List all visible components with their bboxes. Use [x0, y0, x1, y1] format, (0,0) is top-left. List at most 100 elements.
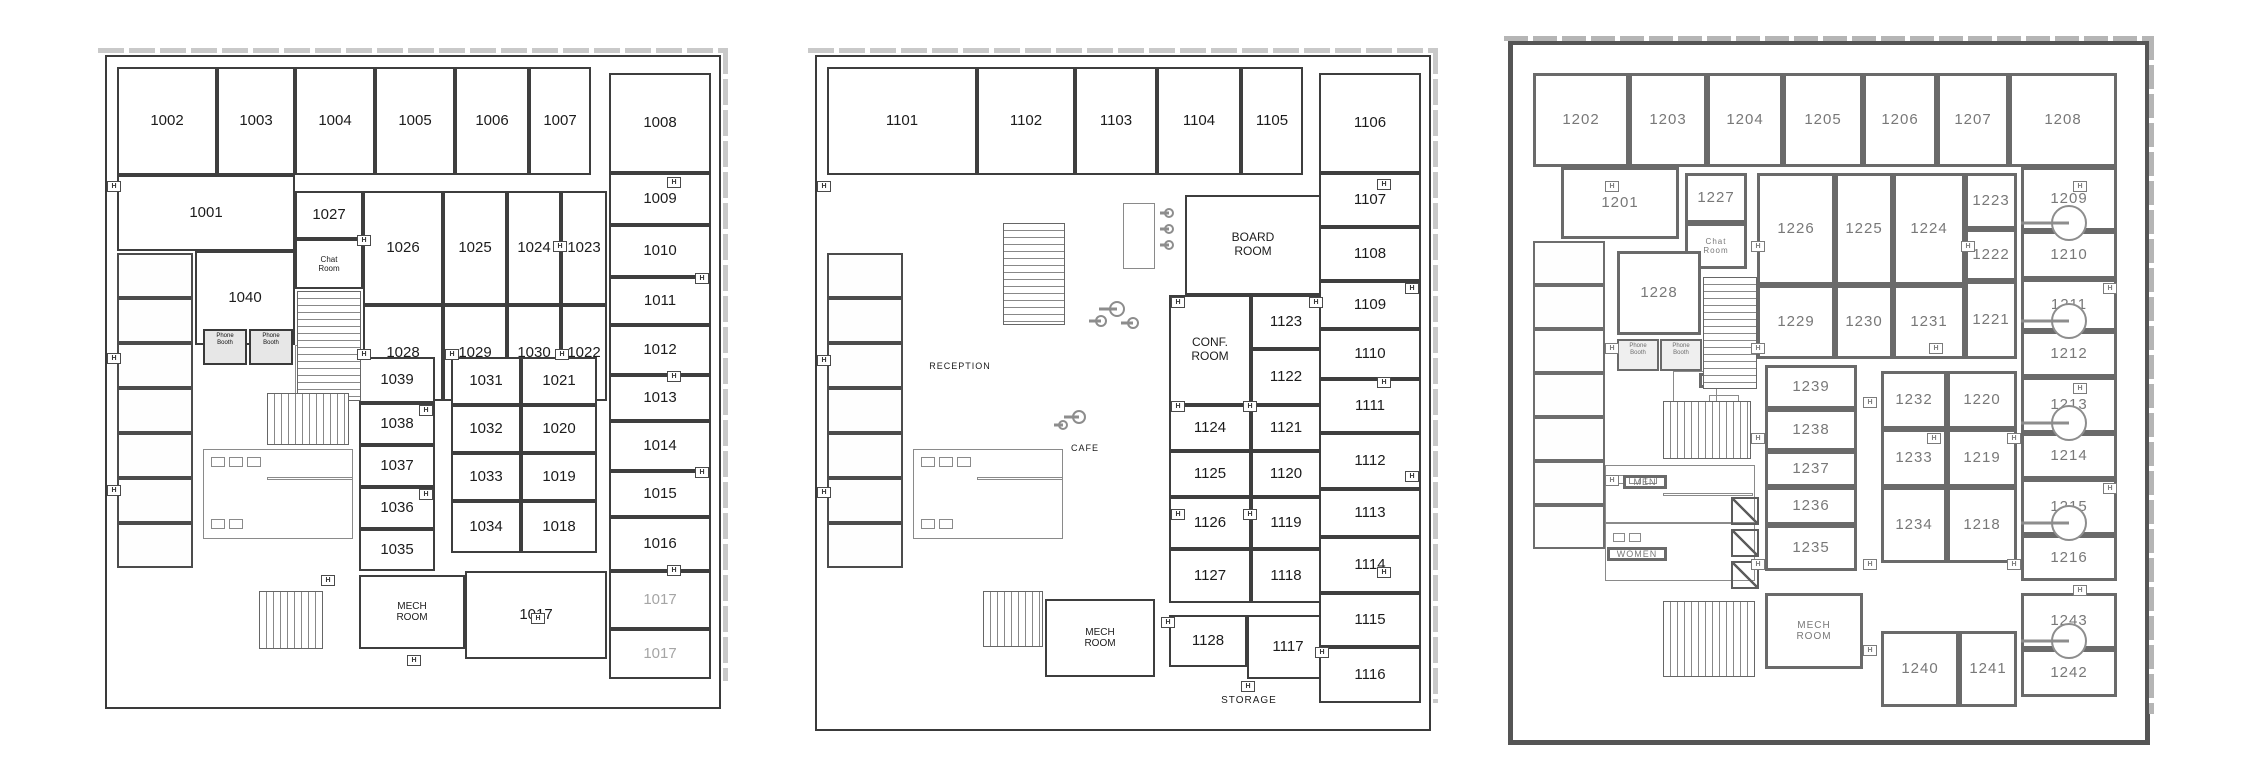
room-1027: 1027: [295, 191, 363, 239]
fixture: [939, 457, 953, 467]
room-label: 1208: [2044, 111, 2082, 129]
room-1107: 1107: [1319, 173, 1421, 227]
room-label: 1216: [2050, 549, 2088, 567]
room-1004: 1004: [295, 67, 375, 175]
room-reception: RECEPTION: [905, 357, 1015, 375]
room-1230: 1230: [1835, 285, 1893, 359]
room-men: MEN: [1623, 475, 1667, 489]
h-marker-icon: H: [2103, 483, 2117, 494]
room-1033: 1033: [451, 453, 521, 501]
room-1006: 1006: [455, 67, 529, 175]
room-1011: 1011: [609, 277, 711, 325]
room-label: 1016: [643, 535, 677, 553]
room-label: 1020: [542, 420, 576, 438]
room-1024: 1024: [507, 191, 561, 305]
stairs: [1003, 223, 1065, 325]
room-1020: 1020: [521, 405, 597, 453]
room-1224: 1224: [1893, 173, 1965, 285]
fixture: [1629, 533, 1641, 542]
room-label: MECH ROOM: [1796, 619, 1832, 643]
room-1019: 1019: [521, 453, 597, 501]
room-1234: 1234: [1881, 487, 1947, 563]
room-label: 1107: [1353, 191, 1387, 209]
round-fixture-icon: [1072, 410, 1086, 424]
room-label: 1009: [643, 190, 677, 208]
h-marker-icon: H: [1927, 433, 1941, 444]
h-marker-icon: H: [2073, 383, 2087, 394]
room-1037: 1037: [359, 445, 435, 487]
room-1021: 1021: [521, 357, 597, 405]
room-1216: 1216: [2021, 535, 2117, 581]
round-fixture-icon: [1127, 317, 1139, 329]
h-marker-icon: H: [419, 489, 433, 500]
room-label: 1035: [380, 541, 414, 559]
room-1101: 1101: [827, 67, 977, 175]
room-label: 1036: [380, 499, 414, 517]
room-label: 1126: [1193, 514, 1227, 532]
room-label: 1236: [1792, 497, 1830, 515]
room-label: 1113: [1354, 504, 1386, 522]
room-label: 1203: [1649, 111, 1687, 129]
room-1009: 1009: [609, 173, 711, 225]
h-marker-icon: H: [2103, 283, 2117, 294]
elevator-cell: [117, 298, 193, 343]
fixture: [977, 477, 1063, 480]
room-label: 1118: [1270, 567, 1302, 585]
room-1113: 1113: [1319, 489, 1421, 537]
room-label: 1127: [1193, 567, 1227, 585]
round-fixture-icon: [1164, 208, 1174, 218]
room-1013: 1013: [609, 375, 711, 421]
room-1002: 1002: [117, 67, 217, 175]
h-marker-icon: H: [2073, 585, 2087, 596]
room-1012: 1012: [609, 325, 711, 375]
room-label: 1122: [1269, 368, 1303, 386]
round-fixture-icon: [1109, 301, 1125, 317]
room-1220: 1220: [1947, 371, 2017, 429]
round-fixture-icon: [1164, 224, 1174, 234]
room-label: 1012: [643, 341, 677, 359]
room-1039: 1039: [359, 357, 435, 403]
elevator-cell: [827, 433, 903, 478]
h-marker-icon: H: [1863, 397, 1877, 408]
room-label: 1019: [542, 468, 576, 486]
stairs: [267, 393, 349, 445]
h-marker-icon: H: [1309, 297, 1323, 308]
room-1108: 1108: [1319, 227, 1421, 281]
fixture: [211, 457, 225, 467]
h-marker-icon: H: [1161, 617, 1175, 628]
h-marker-icon: H: [667, 371, 681, 382]
room-label: 1109: [1353, 296, 1387, 314]
round-fixture-icon: [1164, 240, 1174, 250]
room-label: 1218: [1963, 516, 2001, 534]
room-1238: 1238: [1765, 409, 1857, 451]
room-label: 1023: [567, 239, 601, 257]
room-1208: 1208: [2009, 73, 2117, 167]
room-1128: 1128: [1169, 615, 1247, 667]
h-marker-icon: H: [1863, 645, 1877, 656]
elevator-shaft-icon: [1731, 529, 1759, 557]
room-1127: 1127: [1169, 549, 1251, 603]
elevator-cell: [117, 433, 193, 478]
room-label: 1239: [1792, 378, 1830, 396]
room-1126: 1126: [1169, 497, 1251, 549]
room-1007: 1007: [529, 67, 591, 175]
room-1003: 1003: [217, 67, 295, 175]
room-1124: 1124: [1169, 405, 1251, 451]
h-marker-icon: H: [2007, 433, 2021, 444]
phone-booth: Phone Booth: [1617, 339, 1659, 371]
room-1223: 1223: [1965, 173, 2017, 229]
h-marker-icon: H: [407, 655, 421, 666]
room-label: 1238: [1792, 421, 1830, 439]
fixture: [229, 457, 243, 467]
room-mech-room: MECH ROOM: [1765, 593, 1863, 669]
room-1240: 1240: [1881, 631, 1959, 707]
room-label: Chat Room: [1703, 236, 1729, 255]
room-label: 1201: [1601, 194, 1639, 212]
room-label: 1225: [1845, 220, 1883, 238]
room-label: 1015: [643, 485, 677, 503]
room-1017: 1017: [609, 629, 711, 679]
room-label: 1221: [1972, 311, 2010, 329]
